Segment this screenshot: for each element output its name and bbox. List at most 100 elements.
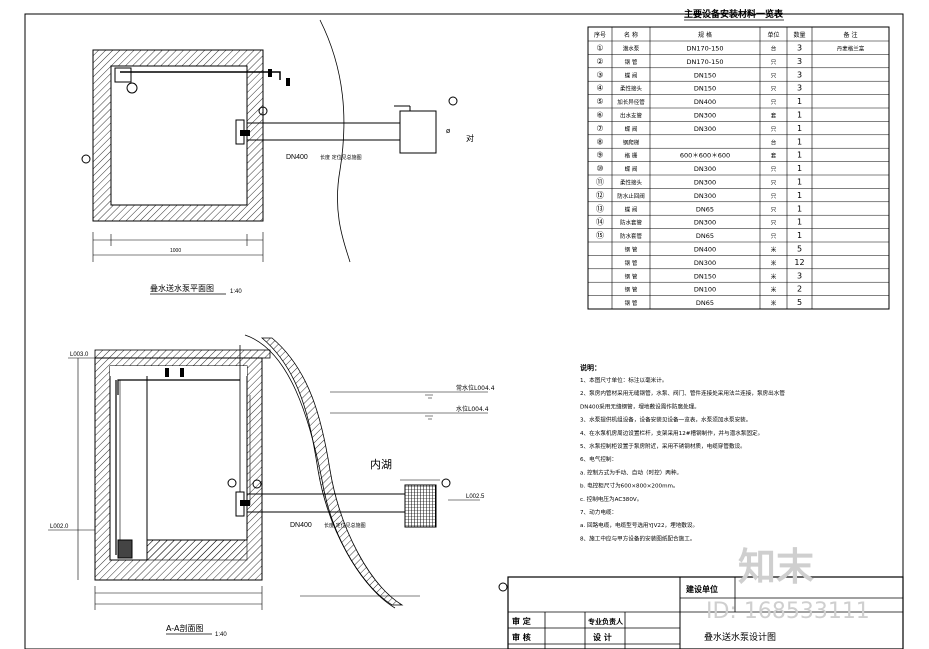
table-cell-qty: 1 [797,191,802,200]
table-cell-unit: 台 [771,45,777,53]
watermark-brand: 知末 [738,545,814,589]
watermark: 知末 ID: 168533111 [706,545,870,624]
table-cell-name: 蝶 阀 [625,71,638,79]
table-cell-qty: 1 [797,124,802,133]
table-cell-spec: DN400 [694,98,716,106]
section-view: 常水位L004.4 水位L004.4 内湖 L002.5 DN400 长度 定位… [48,334,508,638]
table-cell-name: 钢 管 [625,286,638,294]
table-cell-unit: 只 [771,193,777,200]
table-cell-unit: 只 [771,86,777,93]
drawing-title: 叠水送水泵设计图 [704,631,776,643]
note-line: 2、泵房内管材采用无缝钢管，水泵、阀门、管件连接处采用法兰连接，泵房出水管 [580,389,785,397]
table-cell-no: ⑫ [596,191,604,200]
table-header-cell: 备 注 [844,31,858,39]
table-cell-qty: 1 [797,178,802,187]
table-cell-unit: 台 [771,138,777,146]
table-cell-name: 出水支管 [620,112,643,120]
table-cell-name: 钢爬梯 [623,138,640,146]
table-cell-qty: 12 [794,258,804,267]
plan-intake-box [399,110,437,154]
plan-caption: 叠水送水泵平面图 [150,283,214,293]
table-cell-no: ⑮ [596,231,604,240]
section-pump [117,539,133,559]
section-lake-label: 内湖 [370,457,392,471]
table-cell-no: ① [596,44,603,53]
title-review: 审 定 [512,616,531,626]
note-line: a. 回路电缆，电缆型号选用YJV22，埋地敷设。 [580,521,698,529]
svg-text:ø: ø [446,127,451,135]
note-line: c. 控制电压为AC380V。 [580,495,642,503]
section-high-level: 常水位L004.4 [456,384,495,392]
title-design: 设 计 [593,632,612,642]
plan-view: ø 对 DN400 长度 定位见总施图 1000 叠水送水泵平面图 1:40 [81,19,474,295]
table-cell-no: ⑦ [596,124,603,133]
table-cell-unit: 米 [771,272,777,280]
note-line: 4、在水泵机房周边设置栏杆，支架采用12#槽钢制作，并与潜水泵固定。 [580,429,763,437]
table-cell-no: ⑤ [596,97,603,106]
note-line: b. 电控柜尺寸为600×800×200mm。 [580,482,679,490]
section-bottom-elev: L002.0 [50,524,69,530]
table-cell-name: 柔性接头 [620,179,643,187]
watermark-id: ID: 168533111 [706,599,870,624]
note-line: 3、水泵提供机组设备，设备安装见设备一览表，水泵须加水泵安装。 [580,416,751,424]
section-scale: 1:40 [215,632,227,638]
table-cell-no: ⑨ [596,151,603,160]
table-cell-no: ⑩ [596,164,603,173]
table-cell-no: ⑪ [596,178,604,187]
table-cell-unit: 套 [771,152,777,160]
svg-text:长度 定位见总施图: 长度 定位见总施图 [320,154,362,161]
table-cell-unit: 只 [771,166,777,173]
table-cell-name: 加长异径管 [617,98,645,106]
section-intake-elev: L002.5 [466,494,485,500]
table-cell-qty: 3 [797,271,802,280]
note-line: DN400采用无缝钢管，埋地敷设需作防腐处理。 [580,402,700,410]
plan-scale: 1:40 [230,289,242,295]
table-cell-spec: DN100 [694,286,716,294]
table-cell-spec: DN65 [696,232,714,240]
table-cell-unit: 只 [771,72,777,79]
table-cell-qty: 3 [797,70,802,79]
table-cell-spec: DN300 [694,259,716,267]
plan-shore-line [319,19,351,263]
plan-pipe-label: DN400 [286,154,308,161]
table-cell-qty: 5 [797,245,802,254]
plan-inner-pipe [120,71,281,80]
table-cell-name: 蝶 阀 [625,165,638,173]
table-cell-unit: 只 [771,220,777,227]
section-pipe-label: DN400 [290,522,312,529]
table-cell-unit: 米 [771,246,777,254]
table-cell-note: 丹麦格兰富 [837,45,865,53]
table-cell-no: ⑬ [596,204,604,213]
plan-pump [114,67,132,83]
table-header-cell: 名 称 [624,31,638,39]
table-cell-spec: DN170-150 [686,45,723,53]
table-cell-no: ④ [596,84,603,93]
table-cell-qty: 1 [797,164,802,173]
table-cell-spec: 600＊600＊600 [680,152,730,160]
table-cell-qty: 1 [797,111,802,120]
table-cell-qty: 1 [797,137,802,146]
table-cell-name: 格 栅 [625,152,638,160]
table-cell-spec: DN300 [694,165,716,173]
table-cell-spec: DN400 [694,246,716,254]
plan-pump-circle [126,82,138,94]
sheet-border [24,13,904,649]
table-cell-qty: 1 [797,97,802,106]
table-cell-name: 柔性接头 [620,85,643,93]
table-cell-spec: DN300 [694,192,716,200]
table-cell-no: ⑭ [596,218,604,227]
table-cell-name: 蝶 阀 [625,205,638,213]
table-cell-unit: 只 [771,99,777,106]
svg-text:1000: 1000 [170,248,181,254]
title-block: 建设单位 审 定 审 核 专业负责人 设 计 叠水送水泵设计图 [507,576,904,649]
table-cell-unit: 只 [771,206,777,213]
table-cell-no: ⑧ [596,137,603,146]
table-cell-qty: 1 [797,218,802,227]
note-line: 8、施工中应与甲方设备的安装图纸配合施工。 [580,534,695,542]
table-cell-unit: 只 [771,233,777,240]
title-unit-label: 建设单位 [685,584,718,594]
table-cell-qty: 2 [797,285,802,294]
table-cell-spec: DN150 [694,272,716,280]
table-header-cell: 数量 [793,31,805,39]
table-cell-spec: DN65 [696,299,714,307]
